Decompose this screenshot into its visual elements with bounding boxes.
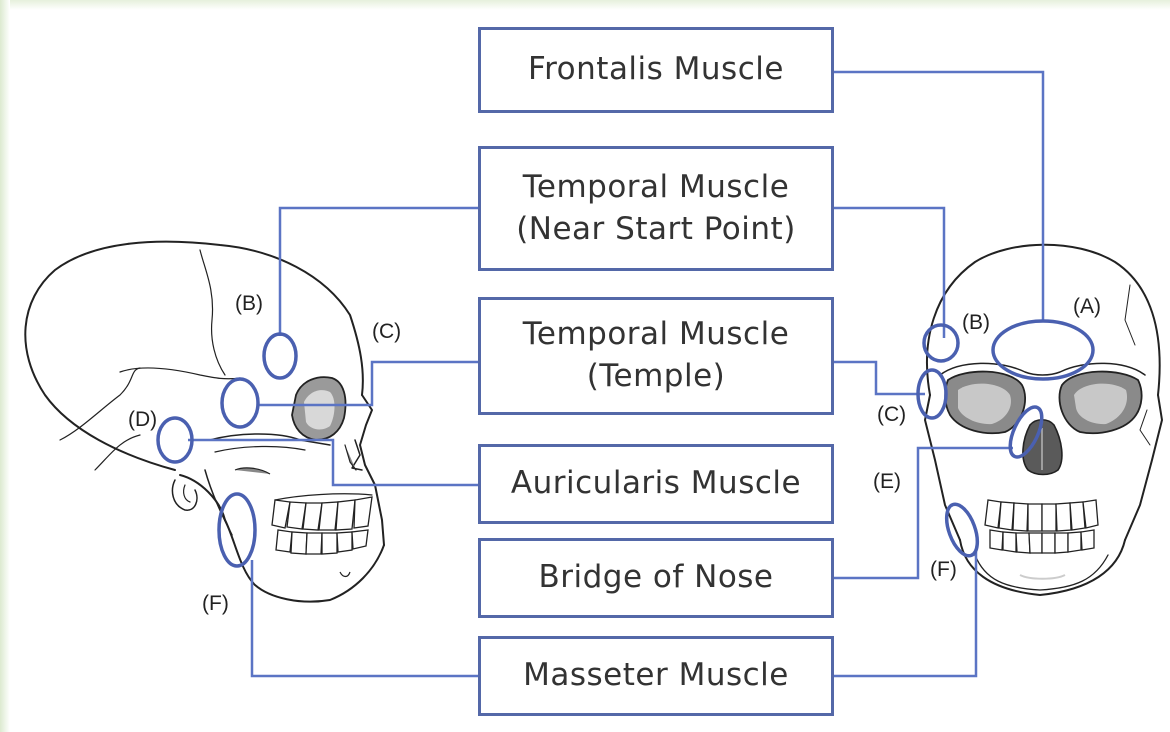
bridge-of-nose-box: Bridge of Nose: [478, 538, 834, 618]
front-marker-a: [993, 321, 1093, 379]
frontalis-muscle-box: Frontalis Muscle: [478, 27, 834, 113]
temporal-muscle-temple-label-line1: Temporal Muscle: [523, 314, 790, 356]
front-label-a: (A): [1073, 295, 1101, 319]
auricularis-muscle-box: Auricularis Muscle: [478, 444, 834, 524]
front-label-e: (E): [873, 470, 901, 494]
side-marker-b: [264, 334, 296, 378]
front-label-c: (C): [877, 403, 906, 427]
temporal-muscle-temple-box: Temporal Muscle (Temple): [478, 297, 834, 415]
front-label-b: (B): [962, 311, 990, 335]
frontalis-muscle-label: Frontalis Muscle: [528, 49, 784, 91]
connector-temporal-start-left: [280, 208, 481, 336]
temporal-muscle-start-box: Temporal Muscle (Near Start Point): [478, 146, 834, 271]
side-marker-c: [222, 379, 258, 427]
temporal-muscle-temple-label-line2: (Temple): [587, 356, 726, 398]
side-label-d: (D): [128, 408, 157, 432]
temporal-muscle-start-label-line2: (Near Start Point): [516, 209, 796, 251]
connector-frontalis: [833, 72, 1043, 322]
front-marker-f: [941, 500, 984, 560]
chin-mark: [340, 572, 350, 577]
masseter-muscle-box: Masseter Muscle: [478, 636, 834, 716]
side-marker-f: [219, 494, 255, 566]
connector-temporal-start-right: [833, 208, 944, 338]
bridge-of-nose-label: Bridge of Nose: [538, 557, 773, 599]
connector-auricularis: [188, 440, 481, 485]
auricularis-muscle-label: Auricularis Muscle: [511, 463, 801, 505]
side-marker-d: [158, 418, 192, 462]
side-label-f: (F): [202, 592, 229, 616]
front-skull-teeth: [985, 500, 1098, 553]
side-label-c: (C): [372, 320, 401, 344]
connector-masseter-left: [252, 560, 481, 676]
temporal-muscle-start-label-line1: Temporal Muscle: [523, 167, 790, 209]
front-label-f: (F): [930, 558, 957, 582]
masseter-muscle-label: Masseter Muscle: [523, 655, 789, 697]
side-label-b: (B): [235, 292, 263, 316]
connector-temporal-temple-right: [833, 362, 925, 394]
